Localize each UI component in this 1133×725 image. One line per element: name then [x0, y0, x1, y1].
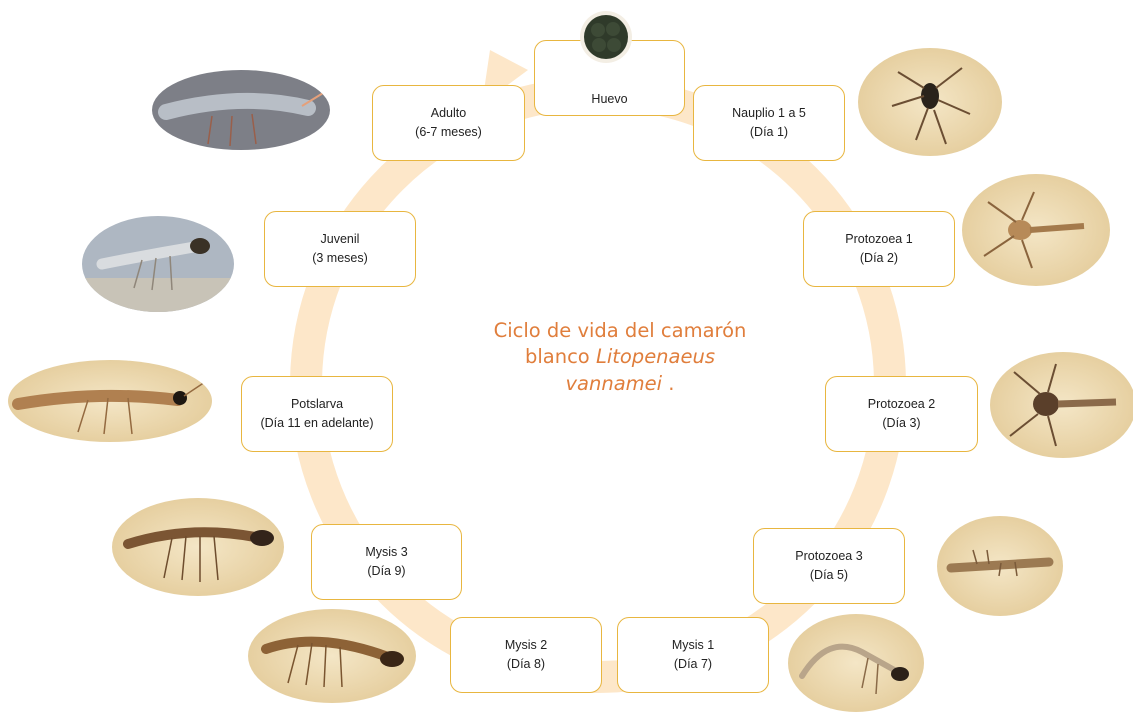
stage-time: (Día 11 en adelante) — [260, 414, 373, 433]
stage-protozoea-2: Protozoea 2 (Día 3) — [825, 376, 978, 452]
protozoea-2-photo — [990, 352, 1133, 458]
postlarva-photo — [8, 360, 212, 442]
stage-name: Mysis 3 — [365, 543, 407, 562]
stage-name: Adulto — [431, 104, 466, 123]
stage-mysis-3: Mysis 3 (Día 9) — [311, 524, 462, 600]
stage-time: (Día 2) — [860, 249, 898, 268]
title-line-1: Ciclo de vida del camarón — [485, 318, 755, 344]
stage-time: (Día 8) — [507, 655, 545, 674]
title-line-3-suffix: . — [662, 372, 674, 395]
stage-time: (Día 1) — [750, 123, 788, 142]
protozoea-3-photo — [937, 516, 1063, 616]
stage-time: (Día 5) — [810, 566, 848, 585]
adulto-photo — [152, 70, 330, 150]
title-genus: Litopenaeus — [596, 345, 715, 368]
mysis-2-photo — [248, 609, 416, 703]
title-species: vannamei — [566, 372, 663, 395]
title-line-2: blanco — [525, 345, 596, 368]
stage-adulto: Adulto (6-7 meses) — [372, 85, 525, 161]
stage-nauplio: Nauplio 1 a 5 (Día 1) — [693, 85, 845, 161]
stage-name: Mysis 1 — [672, 636, 714, 655]
stage-name: Protozoea 1 — [845, 230, 912, 249]
protozoea-1-photo — [962, 174, 1110, 286]
stage-postlarva: Potslarva (Día 11 en adelante) — [241, 376, 393, 452]
stage-time: (3 meses) — [312, 249, 368, 268]
nauplio-photo — [858, 48, 1002, 156]
stage-name: Protozoea 3 — [795, 547, 862, 566]
stage-protozoea-1: Protozoea 1 (Día 2) — [803, 211, 955, 287]
diagram-title: Ciclo de vida del camarón blanco Litopen… — [485, 318, 755, 397]
stage-protozoea-3: Protozoea 3 (Día 5) — [753, 528, 905, 604]
juvenil-photo — [82, 216, 234, 312]
stage-time: (Día 7) — [674, 655, 712, 674]
stage-name: Juvenil — [321, 230, 360, 249]
stage-name: Huevo — [591, 90, 627, 109]
stage-mysis-2: Mysis 2 (Día 8) — [450, 617, 602, 693]
stage-name: Protozoea 2 — [868, 395, 935, 414]
stage-name: Mysis 2 — [505, 636, 547, 655]
stage-time: (Día 3) — [882, 414, 920, 433]
stage-mysis-1: Mysis 1 (Día 7) — [617, 617, 769, 693]
stage-time: (Día 9) — [367, 562, 405, 581]
stage-juvenil: Juvenil (3 meses) — [264, 211, 416, 287]
stage-time: (6-7 meses) — [415, 123, 482, 142]
egg-photo — [578, 8, 634, 66]
mysis-1-photo — [788, 614, 924, 712]
stage-name: Nauplio 1 a 5 — [732, 104, 806, 123]
stage-name: Potslarva — [291, 395, 343, 414]
mysis-3-photo — [112, 498, 284, 596]
